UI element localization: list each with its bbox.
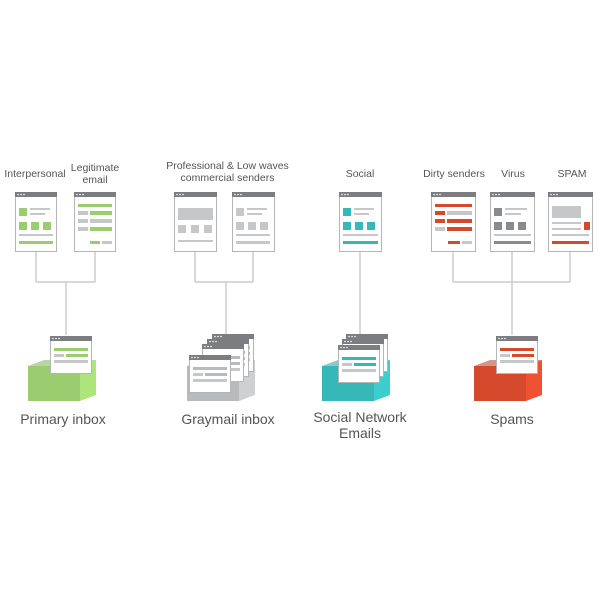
source-label-professional-senders: Professional & Low waves commercial send…: [166, 160, 289, 184]
box-label-graymail-inbox: Graymail inbox: [181, 411, 275, 427]
connector-line: [35, 252, 96, 335]
box-label-social-network-emails: Social Network Emails: [313, 409, 407, 441]
box-label-spams: Spams: [490, 411, 534, 427]
source-label-social: Social: [345, 168, 375, 180]
email-window-icon: [232, 192, 275, 252]
box-label-primary-inbox: Primary inbox: [20, 411, 106, 427]
source-label-virus: Virus: [501, 168, 525, 180]
connector-line: [194, 252, 254, 335]
source-label-spam: SPAM: [557, 168, 587, 180]
email-window-icon: [50, 336, 92, 374]
source-label-interpersonal: Interpersonal: [4, 168, 66, 180]
email-window-icon: [15, 192, 57, 252]
source-label-dirty-senders: Dirty senders: [423, 168, 485, 180]
email-window-icon: [74, 192, 116, 252]
email-window-icon: [490, 192, 535, 252]
email-window-icon: [431, 192, 476, 252]
email-window-icon: [496, 336, 538, 374]
email-window-icon: [338, 345, 380, 383]
connector-line: [452, 252, 571, 335]
email-window-icon: [548, 192, 593, 252]
email-window-icon: [339, 192, 382, 252]
source-label-legitimate-email: Legitimate email: [70, 162, 120, 186]
email-window-icon: [189, 355, 231, 393]
email-window-icon: [174, 192, 217, 252]
